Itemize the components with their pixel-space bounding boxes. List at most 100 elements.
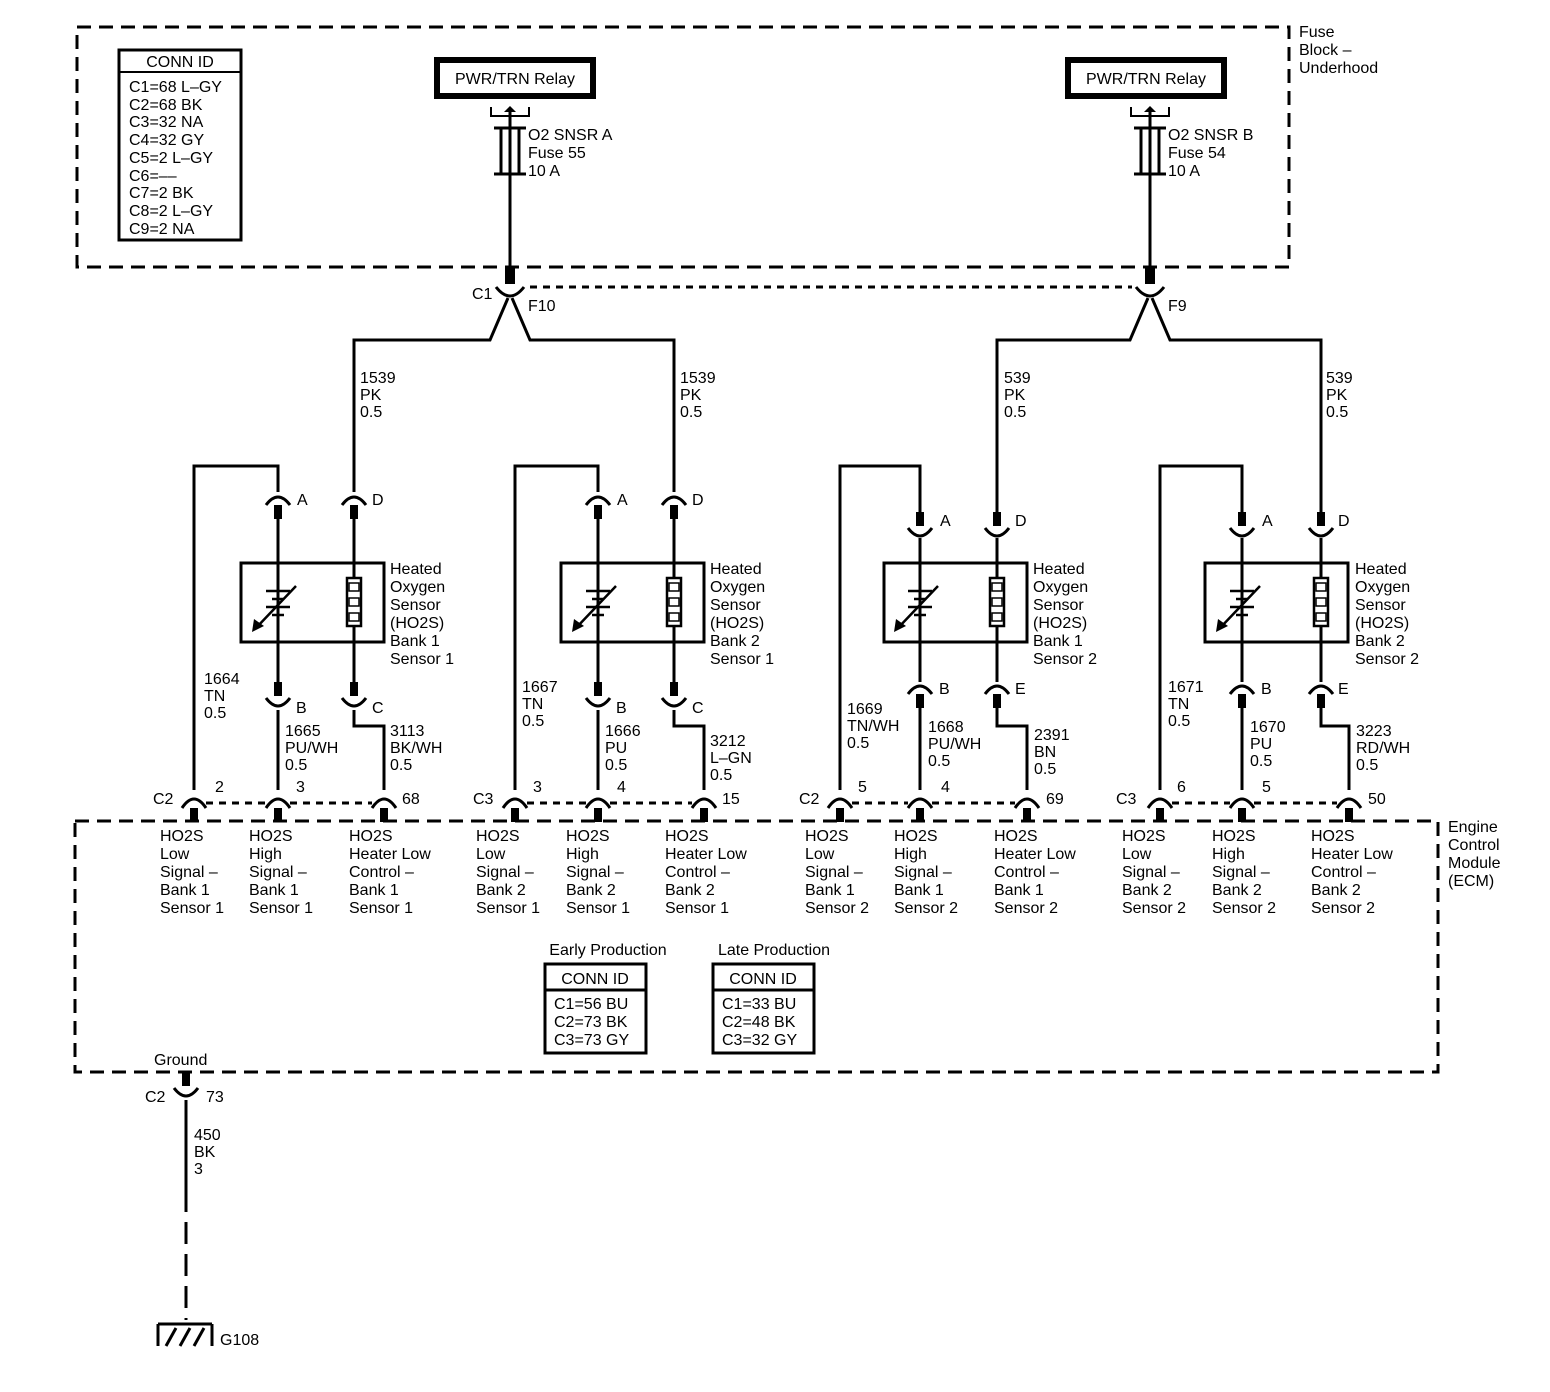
pin-label: C (692, 700, 704, 717)
feed-wire-label: 1539 PK 0.5 (680, 370, 720, 421)
sensor-label: Heated Oxygen Sensor (HO2S) Bank 1 Senso… (1033, 561, 1097, 668)
pin-label: B (296, 700, 307, 717)
conn-id-row: C3=73 GY (554, 1032, 629, 1049)
conn-id-row: C2=48 BK (722, 1014, 796, 1031)
conn-id-title: CONN ID (729, 971, 797, 988)
ecm-conn-label: C2 (799, 791, 820, 808)
wire-label: 1666 PU 0.5 (605, 723, 645, 774)
ecm-pin-label: 4 (617, 779, 626, 796)
heater-element-icon (347, 578, 361, 626)
relay-a: PWR/TRN Relay (437, 60, 593, 96)
ecm-circuit-label: HO2SHeater LowControl –Bank 1Sensor 1 (349, 828, 431, 917)
heater-element-icon (1314, 578, 1328, 626)
ecm-circuit-label: HO2SHighSignal –Bank 2Sensor 1 (566, 828, 630, 917)
ecm-circuit-label: HO2SHeater LowControl –Bank 1Sensor 2 (994, 828, 1076, 917)
ho2s-bank2-sensor1: A D Heated Oxygen Sensor (HO2S) Bank 2 S… (473, 466, 774, 822)
sensor-label: Heated Oxygen Sensor (HO2S) Bank 1 Senso… (390, 561, 454, 668)
ground-pin-label: 73 (206, 1089, 224, 1106)
ecm-pin-label: 5 (858, 779, 867, 796)
ecm-circuit-label: HO2SHeater LowControl –Bank 2Sensor 1 (665, 828, 747, 917)
conn-id-title: CONN ID (146, 54, 214, 71)
conn-id-row: C3=32 NA (129, 114, 204, 131)
pin-label: C (372, 700, 384, 717)
pin-label: D (372, 492, 384, 509)
ecm-pin-label: 5 (1262, 779, 1271, 796)
c1-conn-label: C1 (472, 286, 493, 303)
ecm-pin-label: 4 (941, 779, 950, 796)
conn-id-row: C8=2 L–GY (129, 203, 213, 220)
conn-id-row: C5=2 L–GY (129, 150, 213, 167)
pin-label: B (939, 681, 950, 698)
ecm-circuit-label: HO2SHeater LowControl –Bank 2Sensor 2 (1311, 828, 1393, 917)
pin-label: E (1015, 681, 1026, 698)
ecm-conn-label: C3 (473, 791, 494, 808)
pin-label: A (297, 492, 308, 509)
ecm-circuit-label: HO2SLowSignal –Bank 2Sensor 2 (1122, 828, 1186, 917)
pin-f9-label: F9 (1168, 298, 1187, 315)
ecm-ground-label: Ground (154, 1052, 207, 1069)
heater-element-icon (990, 578, 1004, 626)
c1-connector: C1 F10 F9 (472, 268, 1187, 315)
wire-label: 3223 RD/WH 0.5 (1356, 723, 1415, 774)
ecm-pin-label: 68 (402, 791, 420, 808)
fuse-54-label: O2 SNSR B Fuse 54 10 A (1168, 127, 1258, 180)
wire-label: 1668 PU/WH 0.5 (928, 719, 986, 770)
relay-b: PWR/TRN Relay (1068, 60, 1224, 96)
wire-label: 1670 PU 0.5 (1250, 719, 1290, 770)
ecm-pin-label: 3 (296, 779, 305, 796)
ground-circuit: C2 73 450 BK 3 G108 (145, 1072, 259, 1349)
feed-wire-label: 539 PK 0.5 (1326, 370, 1357, 421)
conn-id-row: C7=2 BK (129, 185, 194, 202)
ecm-label: Engine Control Module (ECM) (1448, 819, 1505, 890)
wire-label: 1669 TN/WH 0.5 (847, 701, 904, 752)
conn-id-row: C3=32 GY (722, 1032, 797, 1049)
oxygen-sensing-element-icon (572, 586, 616, 632)
ho2s-bank2-sensor2: A D Heated Oxygen Sensor (HO2S) Bank 2 S… (1116, 466, 1419, 822)
heater-element-icon (667, 578, 681, 626)
conn-id-row: C4=32 GY (129, 132, 204, 149)
ecm-pin-label: 2 (215, 779, 224, 796)
ecm: Engine Control Module (ECM) HO2SLowSigna… (75, 819, 1505, 1072)
table-heading: Late Production (718, 942, 830, 959)
oxygen-sensing-element-icon (252, 586, 296, 632)
ecm-circuit-label: HO2SLowSignal –Bank 1Sensor 1 (160, 828, 224, 917)
pin-label: D (692, 492, 704, 509)
ecm-conn-label: C2 (153, 791, 174, 808)
ground-wire-label: 450 BK 3 (194, 1127, 225, 1178)
wire-label: 1671 TN 0.5 (1168, 679, 1208, 730)
pin-label: B (1261, 681, 1272, 698)
fuse-block-conn-id-table: CONN ID C1=68 L–GY C2=68 BK C3=32 NA C4=… (119, 50, 241, 240)
ecm-conn-label: C3 (1116, 791, 1137, 808)
pin-f10-label: F10 (528, 298, 556, 315)
chassis-ground-icon (158, 1324, 212, 1346)
feed-wire-label: 539 PK 0.5 (1004, 370, 1035, 421)
conn-id-row: C9=2 NA (129, 221, 195, 238)
early-production-conn-id-table: Early Production CONN ID C1=56 BU C2=73 … (545, 942, 667, 1053)
conn-id-row: C1=68 L–GY (129, 79, 222, 96)
ecm-circuit-label: HO2SHighSignal –Bank 1Sensor 1 (249, 828, 313, 917)
fuse-block-label: Fuse Block – Underhood (1299, 24, 1378, 77)
ground-point-label: G108 (220, 1332, 259, 1349)
oxygen-sensing-element-icon (894, 586, 938, 632)
sensor-label: Heated Oxygen Sensor (HO2S) Bank 2 Senso… (1355, 561, 1419, 668)
wire-label: 2391 BN 0.5 (1034, 727, 1074, 778)
wire-label: 1665 PU/WH 0.5 (285, 723, 343, 774)
pin-label: A (940, 513, 951, 530)
ecm-pin-label: 15 (722, 791, 740, 808)
ecm-circuit-label: HO2SLowSignal –Bank 2Sensor 1 (476, 828, 540, 917)
conn-id-row: C2=68 BK (129, 97, 203, 114)
relay-a-label: PWR/TRN Relay (455, 71, 575, 88)
wire-label: 3212 L–GN 0.5 (710, 733, 756, 784)
ground-conn-label: C2 (145, 1089, 166, 1106)
relay-b-label: PWR/TRN Relay (1086, 71, 1206, 88)
pin-label: A (1262, 513, 1273, 530)
conn-id-row: C2=73 BK (554, 1014, 628, 1031)
sensor-label: Heated Oxygen Sensor (HO2S) Bank 2 Senso… (710, 561, 774, 668)
pin-label: A (617, 492, 628, 509)
wire-label: 1667 TN 0.5 (522, 679, 562, 730)
conn-id-title: CONN ID (561, 971, 629, 988)
pin-label: B (616, 700, 627, 717)
feed-wire-label: 1539 PK 0.5 (360, 370, 400, 421)
fuse-54: O2 SNSR B Fuse 54 10 A (1131, 106, 1258, 268)
